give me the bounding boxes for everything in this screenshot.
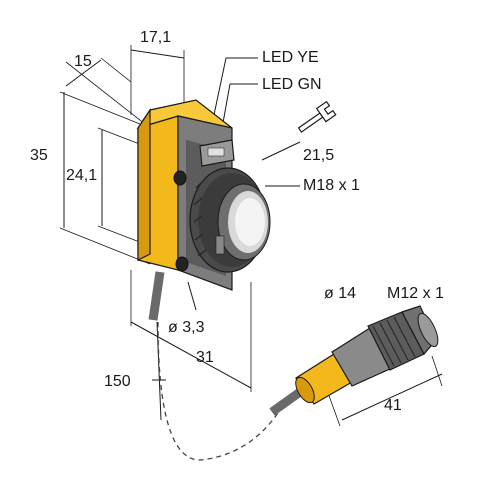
sensor-housing <box>136 99 271 291</box>
label-hole-dia: ø 3,3 <box>168 319 205 336</box>
label-connector-length: 41 <box>384 397 402 414</box>
label-width-side: 15 <box>74 53 92 70</box>
label-thread-sensor: M18 x 1 <box>303 177 360 194</box>
label-led-gn: LED GN <box>262 76 322 93</box>
wrench-icon <box>297 100 337 133</box>
label-cable-length: 150 <box>104 373 131 390</box>
label-connector-dia: ø 14 <box>324 285 356 302</box>
label-height-mount: 24,1 <box>66 167 97 184</box>
dimension-lines <box>59 45 443 427</box>
label-lens-width: 21,5 <box>303 147 334 164</box>
label-depth-body: 31 <box>196 349 214 366</box>
label-height-total: 35 <box>30 147 48 164</box>
m12-connector <box>295 305 439 405</box>
cable <box>148 271 303 461</box>
label-thread-connector: M12 x 1 <box>387 285 444 302</box>
label-width-top: 17,1 <box>140 29 171 46</box>
label-led-ye: LED YE <box>262 49 319 66</box>
